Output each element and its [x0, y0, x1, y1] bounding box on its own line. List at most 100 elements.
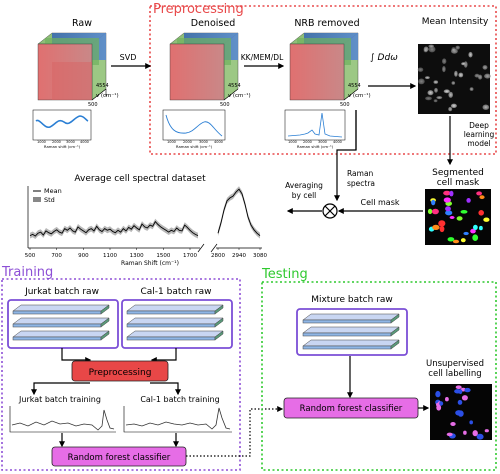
cal1-to-pp-arrow — [150, 348, 177, 363]
training-frame — [1, 278, 241, 471]
x-tick-label: 1500 — [156, 253, 170, 259]
raw-spectrum-plot — [32, 109, 92, 141]
cell-blob — [433, 99, 438, 103]
nrb-spectrum-plot — [284, 109, 346, 141]
slide-side — [214, 317, 224, 328]
stage-mean-intensity-title: Mean Intensity — [422, 17, 489, 27]
cell-blob — [425, 96, 432, 101]
slide-side — [390, 339, 400, 350]
cell-blob — [425, 76, 430, 79]
cell-blob — [482, 104, 490, 110]
mask-cell — [443, 197, 451, 203]
denoised-spectrum-xlabel: Raman shift (cm⁻¹) — [176, 144, 213, 149]
x-tick-label: 1700 — [183, 253, 197, 259]
cell-blob — [451, 47, 456, 52]
cell-blob — [442, 58, 447, 64]
slide-edge — [302, 319, 392, 324]
testing-frame — [261, 281, 497, 471]
training-rf-label: Random forest classifier — [68, 453, 171, 463]
x-tick-label: 1300 — [130, 253, 144, 259]
cell-blob — [469, 87, 474, 91]
cal1-training-spectrum — [123, 406, 232, 433]
cell-mask-label: Cell mask — [361, 198, 400, 207]
cell-blob — [442, 66, 446, 73]
slide-edge — [126, 336, 216, 341]
slide-side — [390, 313, 400, 324]
slide-top — [302, 313, 400, 321]
cell-blob — [428, 46, 436, 53]
mask-cell — [427, 208, 433, 215]
cell-blob — [482, 65, 488, 70]
cell-blob — [455, 45, 460, 50]
x-tick-label: 2800 — [211, 253, 225, 259]
raw-side-label: 500 — [88, 102, 98, 108]
preprocessing-box — [71, 360, 169, 382]
slide-edge — [126, 323, 216, 328]
preprocessing-box-label: Preprocessing — [89, 368, 152, 378]
mask-cell — [447, 237, 455, 242]
testing-title: Testing — [261, 267, 308, 282]
denoised-hyperspectral-cube — [169, 32, 239, 101]
raw-spectrum-xlabel: Raman shift (cm⁻¹) — [44, 144, 81, 149]
cell-blob — [454, 70, 458, 77]
cell-blob — [448, 106, 453, 112]
cell-blob — [443, 89, 450, 94]
stage-raw-title: Raw — [72, 18, 92, 29]
labelled-cell — [439, 401, 444, 406]
labelled-cell — [464, 387, 471, 393]
mask-cell — [466, 198, 471, 203]
cell-blob — [461, 62, 466, 66]
x-tick-label: 700 — [51, 253, 62, 259]
labelled-cell — [435, 390, 441, 398]
unsupervised-label-image — [430, 384, 492, 440]
mask-cell — [449, 190, 454, 197]
cell-blob — [433, 80, 439, 84]
nrb-hyperspectral-cube — [289, 32, 359, 101]
mask-cell — [439, 225, 445, 233]
mixture-raw-title: Mixture batch raw — [311, 295, 393, 305]
mask-cell — [476, 191, 482, 196]
mask-cell — [460, 210, 468, 214]
slide-edge — [12, 336, 102, 341]
slide-top — [12, 304, 110, 312]
jurkat-raw-stack — [7, 299, 119, 349]
mask-cell — [473, 224, 478, 230]
cell-blob — [423, 48, 428, 53]
labelled-cell — [476, 433, 484, 440]
labelled-cell — [484, 429, 489, 433]
cell-blob — [434, 87, 438, 93]
cal1-training-title: Cal-1 batch training — [140, 395, 219, 404]
nrb-side-label: 500 — [340, 102, 350, 108]
slide-edge — [12, 310, 102, 315]
mask-cell — [431, 208, 439, 215]
x-tick-label: 1100 — [103, 253, 117, 259]
mask-cell — [443, 190, 451, 196]
labelled-cell — [446, 432, 453, 437]
slide-top — [12, 317, 110, 325]
mask-cell — [431, 199, 436, 206]
denoised-spectrum-plot — [162, 109, 226, 141]
cell-blob — [417, 67, 424, 72]
slide-edge — [302, 345, 392, 350]
denoised-depth-label: 4554 — [228, 83, 241, 89]
mean-series-fingerprint — [29, 220, 199, 237]
cell-blob — [427, 90, 434, 96]
x-tick-label: 3080 — [253, 253, 267, 259]
x-tick-label: 900 — [78, 253, 89, 259]
mean-series-ch-stretch — [217, 188, 261, 236]
denoised-axis-label: ν (cm⁻¹) — [228, 92, 251, 99]
jurkat-to-pp-arrow — [61, 348, 92, 363]
slide-side — [214, 304, 224, 315]
labelled-cell — [455, 385, 462, 390]
std-band-low — [30, 218, 198, 239]
slide-side — [100, 317, 110, 328]
cell-blob — [428, 44, 435, 48]
kk-label: KK/MEM/DL — [241, 53, 284, 62]
